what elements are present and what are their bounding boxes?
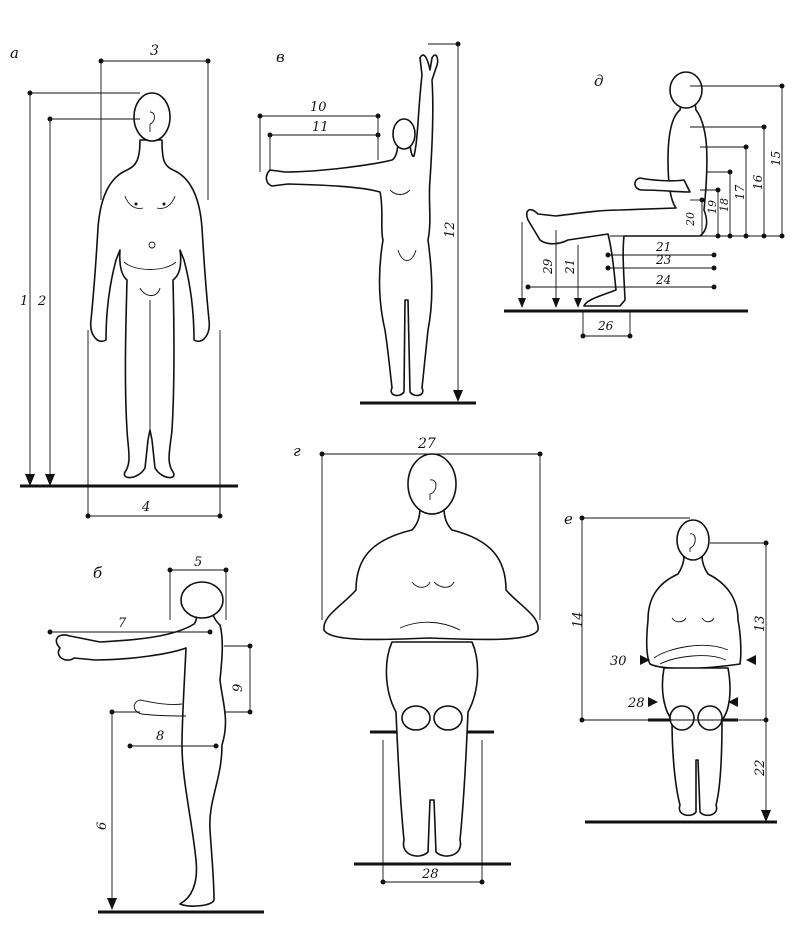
panel-d-dim-15: 15 [769,151,783,166]
panel-b: б 5 7 9 8 6 [47,555,264,914]
panel-d-dim-19: 19 [706,200,719,214]
panel-d-dim-18: 18 [718,198,731,212]
panel-v-dim-11: 11 [312,120,329,135]
panel-b-letter: б [93,564,103,582]
panel-g-dim-27: 27 [417,436,436,452]
panel-v-head [392,118,416,150]
panel-b-head [180,581,224,619]
panel-b-dim-9: 9 [231,684,246,692]
panel-v-letter: в [276,48,285,66]
panel-e-letter: е [564,510,573,528]
panel-d-figure [525,71,708,307]
panel-e-dim-22: 22 [753,759,768,777]
panel-a-dim-2: 2 [37,294,46,309]
panel-e-dim-13: 13 [753,615,768,632]
panel-d-letter: д [594,72,604,90]
panel-e-dim-28: 28 [627,696,645,711]
panel-a-letter: а [10,44,19,62]
panel-d-dim-23: 21 [655,240,671,254]
panel-b-dim-5: 5 [194,555,202,570]
panel-b-dim-6: 6 [95,822,110,830]
panel-e-figure [645,519,742,817]
panel-d-dim-25: 24 [655,273,671,287]
panel-a-dim-1: 1 [20,294,28,309]
panel-g-letter: г [293,442,301,460]
panel-v: в 10 11 12 [257,41,476,405]
panel-g-figure [323,453,539,857]
panel-d-dim-26: 26 [597,319,614,333]
panel-a-figure [89,92,211,479]
panel-a: а 1 2 3 [10,43,238,519]
panel-d-dim-16: 16 [751,174,765,190]
panel-d-dim-21: 21 [563,259,577,275]
panel-a-head [133,92,171,142]
panel-e-dim-30: 30 [610,654,627,669]
panel-e-dim-14: 14 [571,611,586,628]
panel-d-head [669,71,703,109]
panel-e-head [676,519,710,561]
panel-b-dim-7: 7 [118,616,127,631]
panel-d-dim-29: 29 [541,258,555,275]
panel-d: д 15 16 17 18 19 20 [504,71,785,339]
panel-e: е 14 13 22 30 [564,510,777,824]
panel-a-dim-4: 4 [141,500,150,515]
panel-d-dim-24: 23 [655,253,672,267]
panel-b-figure [55,581,227,907]
panel-g-head [407,453,457,515]
panel-v-figure [265,54,439,397]
panel-g: г 27 28 [293,436,543,885]
panel-d-dim-17: 17 [733,184,747,200]
panel-g-dim-28: 28 [421,867,439,882]
panel-d-dim-20: 20 [684,212,697,227]
panel-b-dim-8: 8 [156,729,164,744]
panel-v-dim-12: 12 [443,221,458,238]
panel-a-dim-3: 3 [150,43,159,59]
panel-v-dim-10: 10 [310,100,327,115]
